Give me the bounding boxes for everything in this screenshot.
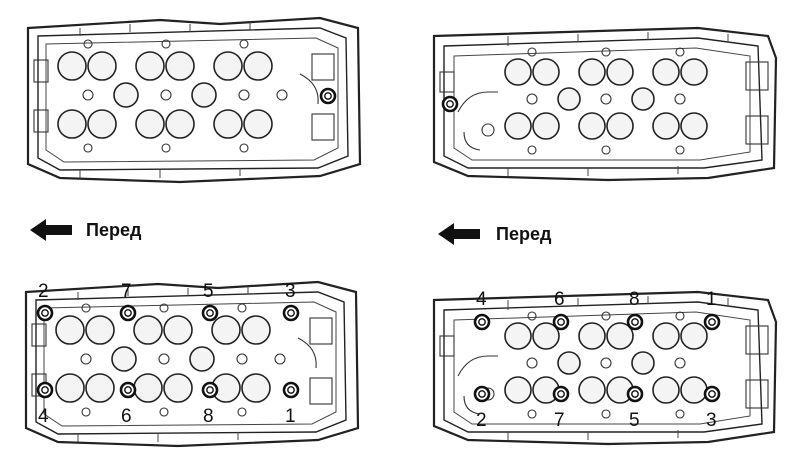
bolt: [36, 381, 54, 399]
right-front-arrow: Перед: [438, 223, 552, 245]
bolt: [703, 385, 721, 403]
sequence-number: 7: [121, 281, 132, 302]
bolt: [119, 381, 137, 399]
right-front-label: Перед: [496, 224, 552, 244]
bolt: [552, 385, 570, 403]
sequence-number: 2: [38, 281, 49, 302]
sequence-number: 8: [629, 289, 640, 310]
top-left-cylinder-head: [26, 16, 362, 184]
top-right-highlighted-bolt: [441, 95, 459, 113]
bottom-right-sequence-labels: 4 6 8 1 2 7 5 3: [476, 289, 717, 431]
bolt: [473, 313, 491, 331]
bolt: [201, 381, 219, 399]
bolt: [626, 313, 644, 331]
arrow-left-icon: [30, 219, 72, 241]
bolt: [282, 381, 300, 399]
sequence-number: 7: [554, 410, 565, 431]
sequence-number: 4: [476, 289, 487, 310]
bottom-left-cylinder-head: [24, 280, 360, 448]
sequence-number: 3: [706, 410, 717, 431]
bottom-left-sequence-labels: 2 7 5 3 4 6 8 1: [38, 281, 296, 427]
arrow-left-icon: [438, 223, 480, 245]
bolt: [282, 304, 300, 322]
sequence-number: 5: [629, 410, 640, 431]
bolt: [201, 304, 219, 322]
bolt: [473, 385, 491, 403]
left-front-arrow: Перед: [30, 219, 142, 241]
sequence-number: 1: [706, 289, 717, 310]
bolt: [36, 304, 54, 322]
sequence-number: 6: [121, 406, 132, 427]
sequence-number: 6: [554, 289, 565, 310]
left-front-label: Перед: [86, 220, 142, 240]
sequence-number: 5: [203, 281, 214, 302]
sequence-number: 8: [203, 406, 214, 427]
bolt: [703, 313, 721, 331]
bolt: [552, 313, 570, 331]
sequence-number: 4: [38, 406, 49, 427]
sequence-number: 1: [285, 406, 296, 427]
top-right-cylinder-head: [432, 26, 778, 182]
sequence-number: 3: [285, 281, 296, 302]
bolt: [626, 385, 644, 403]
bolt: [119, 304, 137, 322]
sequence-number: 2: [476, 410, 487, 431]
top-left-highlighted-bolt: [319, 87, 337, 105]
